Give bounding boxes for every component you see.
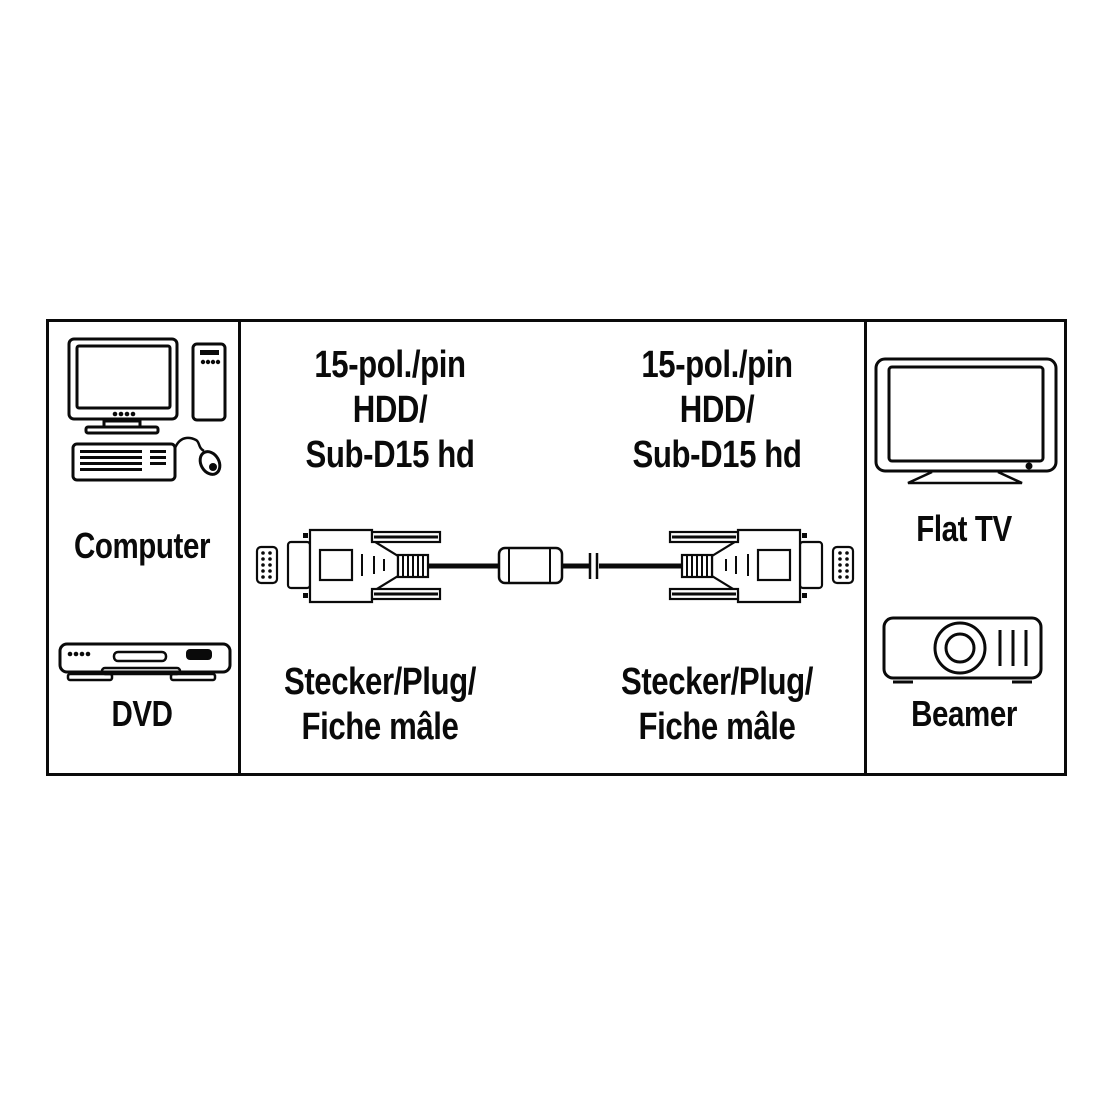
ferrite-core-icon	[497, 546, 564, 585]
projector-icon	[882, 616, 1043, 684]
flat-tv-icon	[874, 357, 1058, 485]
connector-type-line: Fiche mâle	[301, 705, 459, 748]
vga-cable-illustration	[255, 528, 855, 604]
vga-plug-icon-right	[668, 528, 855, 604]
connector-type-line: Stecker/Plug/	[620, 661, 814, 703]
connector-spec-left: 15-pol./pin HDD/ Sub-D15 hd	[267, 343, 513, 477]
device-label-beamer: Beamer	[911, 693, 1017, 734]
panel-divider-right	[864, 322, 867, 773]
connector-type-right: Stecker/Plug/ Fiche mâle	[594, 660, 840, 750]
computer-icon	[67, 337, 227, 482]
connector-spec-right: 15-pol./pin HDD/ Sub-D15 hd	[594, 343, 840, 477]
connector-type-line: Stecker/Plug/	[283, 661, 477, 703]
connector-spec-line: Sub-D15 hd	[632, 433, 802, 476]
connector-spec-line: HDD/	[679, 388, 755, 431]
connection-diagram-frame	[46, 319, 1067, 776]
connector-spec-line: 15-pol./pin	[314, 344, 466, 386]
connector-type-line: Fiche mâle	[638, 705, 796, 748]
dvd-player-icon	[58, 642, 232, 682]
cable-break-icon	[588, 553, 599, 579]
panel-divider-left	[238, 322, 241, 773]
device-label-flat-tv: Flat TV	[916, 508, 1012, 549]
keyboard-keys	[80, 450, 166, 471]
connector-spec-line: Sub-D15 hd	[305, 433, 475, 476]
connector-spec-line: 15-pol./pin	[641, 344, 793, 386]
connector-type-left: Stecker/Plug/ Fiche mâle	[257, 660, 503, 750]
device-label-dvd: DVD	[111, 693, 173, 734]
connector-spec-line: HDD/	[352, 388, 428, 431]
device-label-computer: Computer	[73, 525, 211, 566]
vga-plug-icon-left	[255, 528, 442, 604]
